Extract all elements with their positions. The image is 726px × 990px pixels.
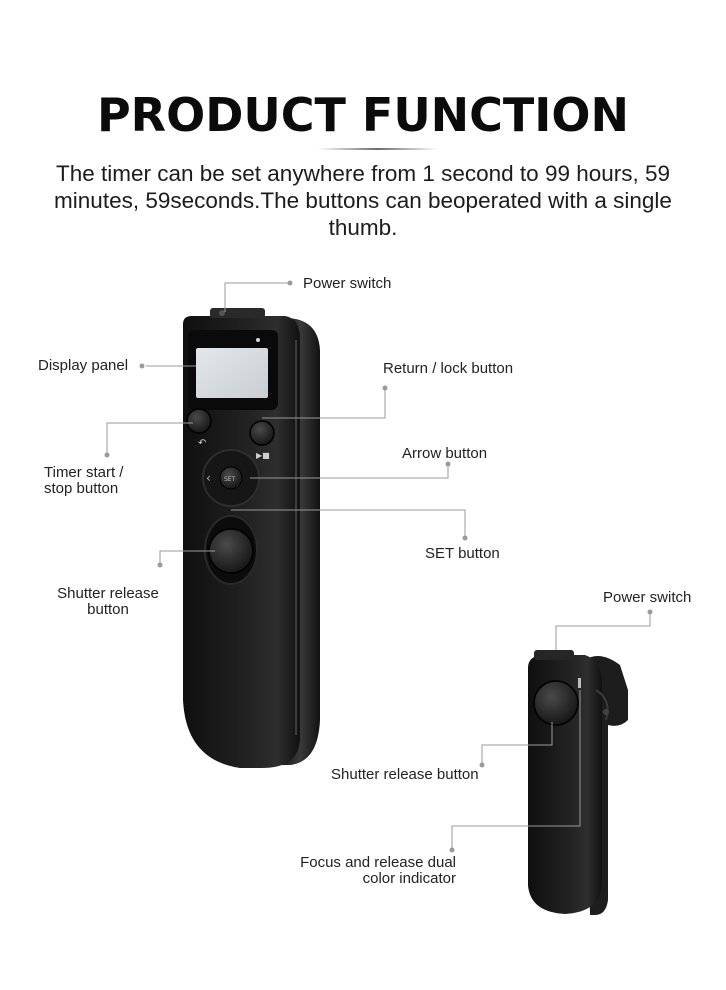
page-title: PRODUCT FUNCTION <box>96 88 630 142</box>
left-arrow-glyph: ‹ <box>206 471 211 485</box>
label-arrow-button: Arrow button <box>402 445 488 462</box>
leader-dots <box>104 280 653 853</box>
label-display-panel: Display panel <box>38 357 129 374</box>
set-button <box>219 466 243 490</box>
main-remote <box>183 308 320 768</box>
label-timer-start-stop: Timer start / stop button <box>44 464 124 497</box>
shutter-release-button <box>208 528 254 574</box>
set-glyph: SET <box>224 476 236 483</box>
title-underline <box>318 148 438 150</box>
power-switch <box>210 308 265 318</box>
timer-start-stop-button <box>249 420 275 446</box>
product-description: The timer can be set anywhere from 1 sec… <box>54 161 672 240</box>
label-power-switch: Power switch <box>303 275 392 292</box>
return-button <box>186 408 212 434</box>
display-panel <box>196 348 268 398</box>
return-glyph: ↶ <box>198 438 206 449</box>
leader-lines <box>106 282 651 850</box>
label-power-switch-side: Power switch <box>603 589 692 606</box>
label-set-button: SET button <box>425 545 500 562</box>
label-shutter-release-side: Shutter release button <box>331 766 479 783</box>
receiver-unit <box>528 650 628 915</box>
receiver-shutter-button <box>533 680 579 726</box>
receiver-power-switch <box>534 650 574 660</box>
label-return-lock-button: Return / lock button <box>383 360 514 377</box>
label-shutter-release: Shutter release button <box>57 585 159 618</box>
label-focus-indicator: Focus and release dual color indicator <box>300 854 456 887</box>
play-stop-glyph: ▶■ <box>256 451 270 460</box>
